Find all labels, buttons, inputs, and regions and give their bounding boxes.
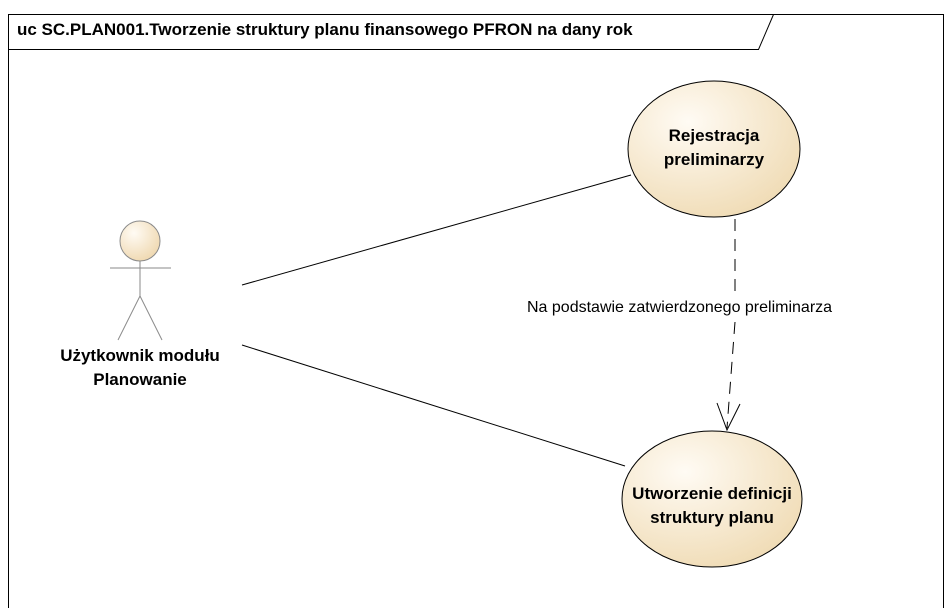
- dependency-line-lower: [726, 321, 736, 429]
- use-case-label-line: preliminarzy: [663, 150, 765, 169]
- use-case-utworzenie[interactable]: [621, 430, 803, 568]
- frame-title-tab: [8, 14, 774, 50]
- actor-head: [119, 220, 161, 262]
- association-line-rejestracja: [241, 174, 632, 286]
- diagram-frame: [8, 14, 944, 608]
- use-case-label-line: struktury planu: [650, 508, 774, 527]
- actor-figure[interactable]: [110, 220, 171, 341]
- use-case-label-line: Utworzenie definicji: [632, 484, 792, 503]
- use-case-label-line: Rejestracja: [668, 126, 760, 145]
- association-line-utworzenie: [241, 344, 626, 467]
- actor-label: Użytkownik modułu Planowanie: [40, 344, 240, 392]
- dependency-arrowhead: [716, 402, 741, 432]
- use-case-rejestracja[interactable]: [627, 80, 801, 218]
- actor-label-line: Użytkownik modułu: [60, 346, 220, 365]
- actor-left-leg: [117, 295, 141, 341]
- diagram-title: uc SC.PLAN001.Tworzenie struktury planu …: [17, 20, 633, 39]
- use-case-label-rejestracja: Rejestracja preliminarzy: [628, 124, 800, 172]
- use-case-label-utworzenie: Utworzenie definicji struktury planu: [616, 482, 808, 530]
- dependency-label: Na podstawie zatwierdzonego preliminarza: [527, 299, 833, 316]
- actor-right-leg: [139, 295, 163, 341]
- actor-label-line: Planowanie: [93, 370, 187, 389]
